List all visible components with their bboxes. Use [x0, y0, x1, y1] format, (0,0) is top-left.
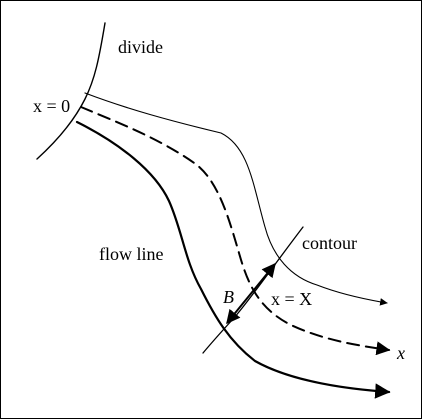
width-arrow — [226, 262, 276, 325]
divide-label: divide — [118, 37, 163, 57]
contour-label: contour — [302, 233, 357, 253]
origin-label: x = 0 — [33, 96, 70, 116]
divide-line — [36, 22, 106, 160]
center-flow-line — [80, 106, 391, 356]
flow-line-path — [75, 120, 391, 399]
axis-label: x — [396, 343, 405, 363]
width-label: B — [223, 287, 234, 307]
upper-flow-line — [84, 92, 388, 306]
end-position-label: x = X — [271, 289, 312, 309]
flow-line-label: flow line — [99, 244, 164, 264]
